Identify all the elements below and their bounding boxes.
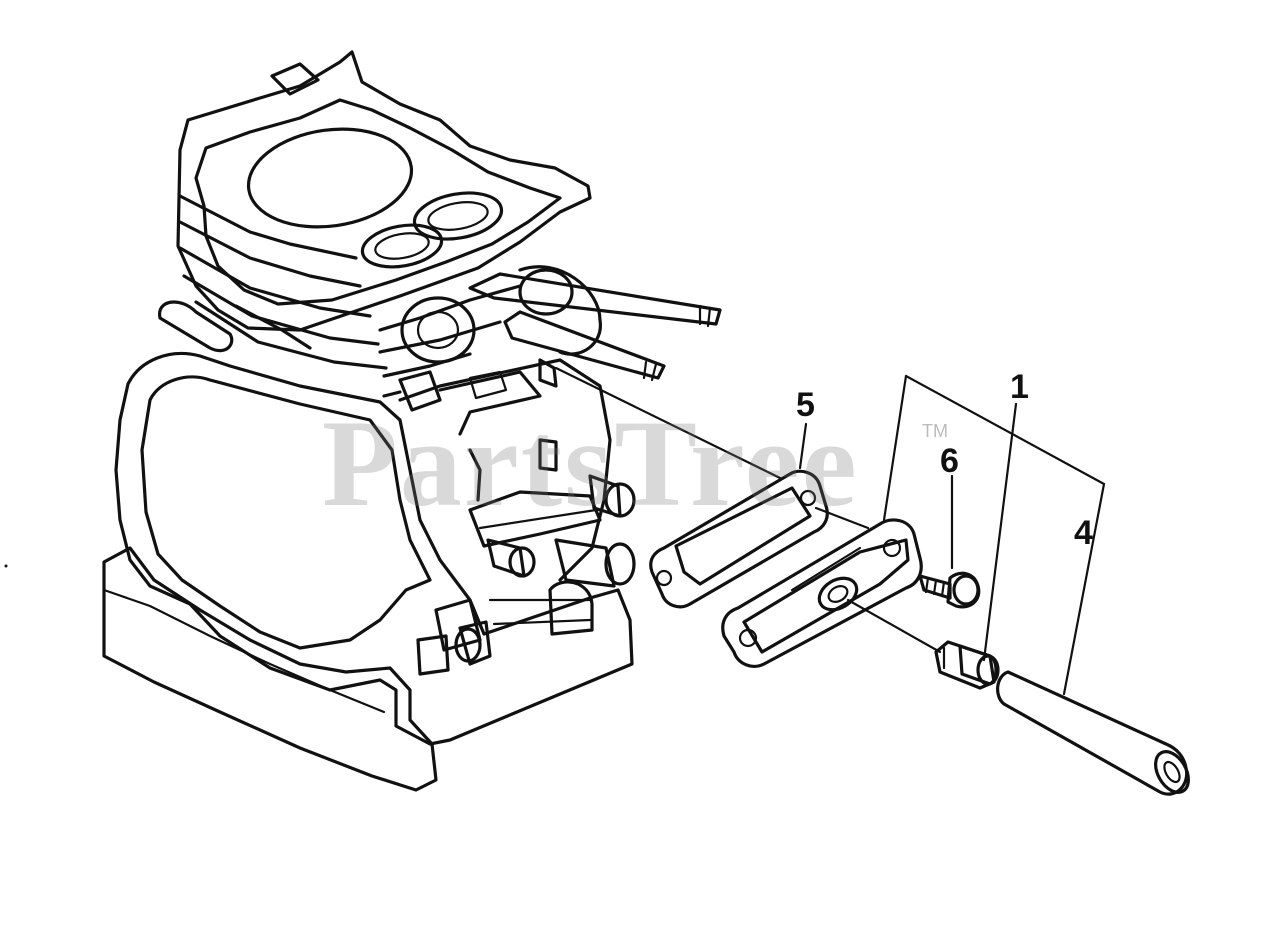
bolt-part-6 bbox=[918, 571, 981, 609]
gasket-part-5 bbox=[649, 469, 829, 609]
callout-part-1: 1 bbox=[1010, 368, 1029, 406]
leader-lines bbox=[554, 366, 1106, 696]
callout-part-5: 5 bbox=[796, 386, 815, 424]
watermark-trademark: TM bbox=[922, 421, 948, 441]
callout-part-6: 6 bbox=[940, 442, 959, 480]
stray-mark bbox=[4, 564, 8, 568]
callout-part-4: 4 bbox=[1074, 514, 1093, 552]
fitting-part-1 bbox=[934, 640, 1000, 690]
exhaust-flange bbox=[721, 518, 923, 668]
engine-block bbox=[102, 50, 722, 792]
watermark-text: PartsTree bbox=[322, 395, 859, 532]
tube-part-4 bbox=[996, 670, 1190, 796]
